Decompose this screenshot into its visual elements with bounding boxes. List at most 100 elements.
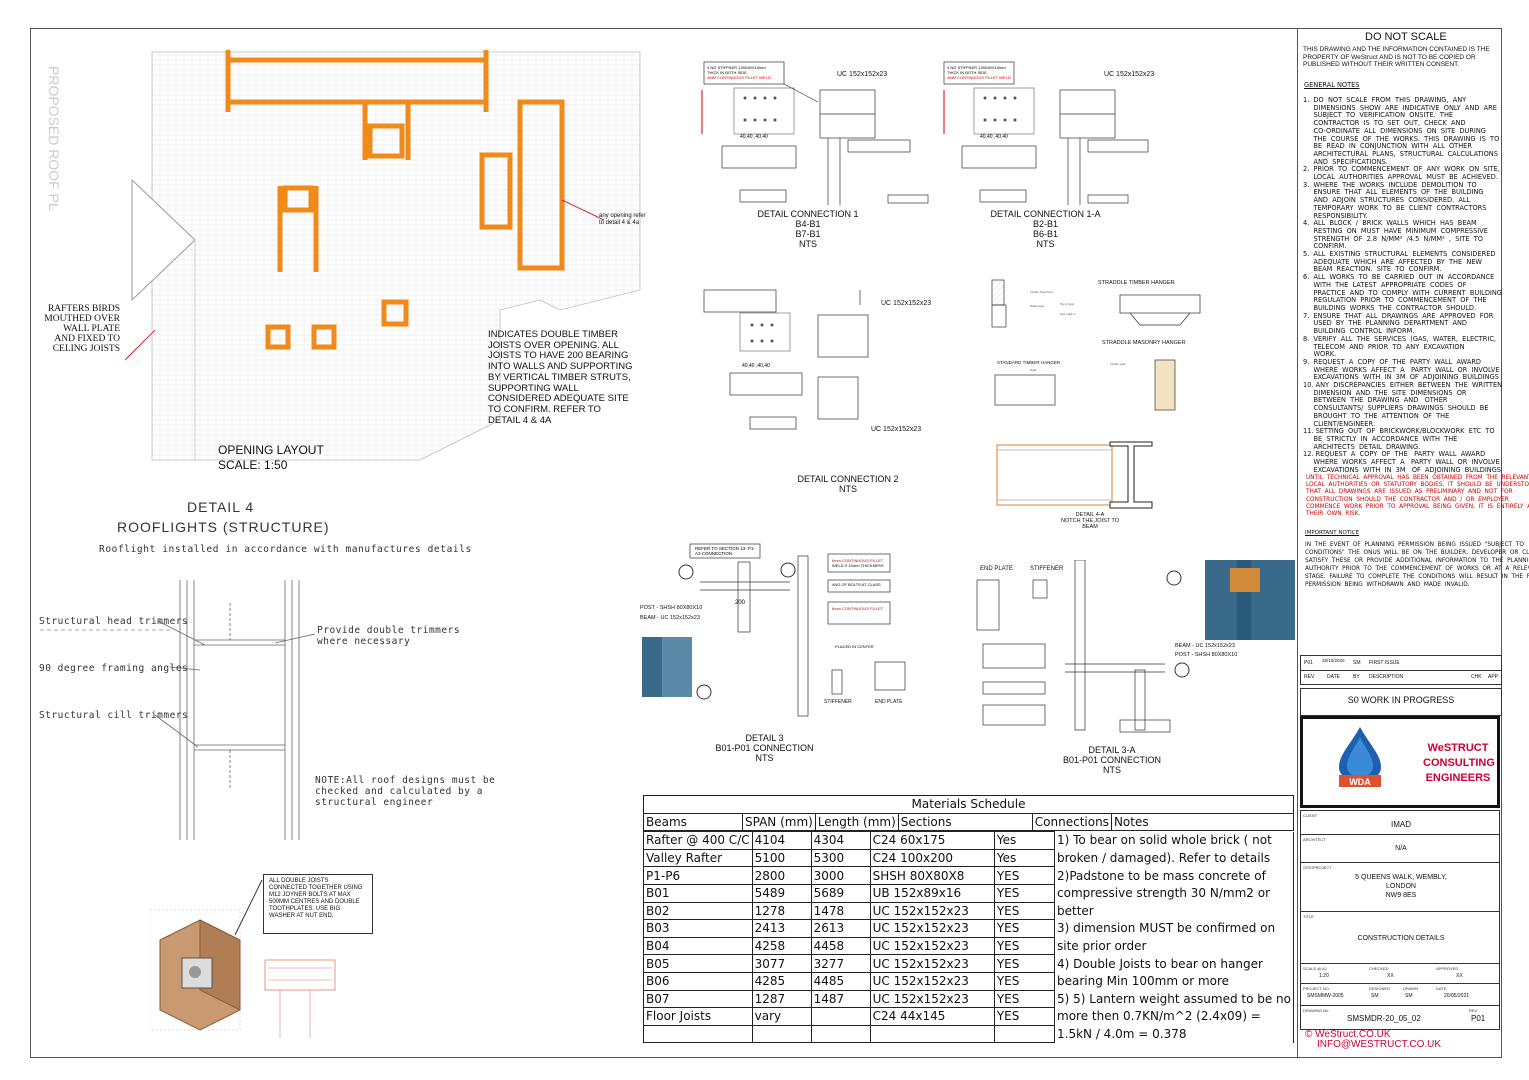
detail-connection-2-title: DETAIL CONNECTION 2 NTS	[797, 474, 899, 494]
rev-date: 25/10/2020	[1322, 658, 1345, 663]
note-line: 7. ENSURE THAT ALL DRAWINGS ARE APPROVED…	[1303, 311, 1494, 320]
table-cell: vary	[751, 1007, 812, 1026]
table-cell: Rafter @ 400 C/C	[643, 831, 753, 850]
architect-label: ARCHITECT	[1303, 837, 1326, 842]
rev-label: REV	[1469, 1008, 1478, 1013]
contact: © WeStruct.CO.UK INFO@WESTRUCT.CO.UK	[1305, 1029, 1442, 1050]
note-line: WHERE WORKS AFFECT A PARTY WALL OR INVOL…	[1303, 458, 1500, 467]
table-cell: YES	[993, 971, 1056, 991]
note-line: STAGE. FAILURE TO COMPLETE THE CONDITION…	[1305, 574, 1529, 580]
rev-header-by: BY	[1353, 674, 1360, 680]
status-text: S0 WORK IN PROGRESS	[1347, 695, 1455, 705]
header-beams: Beams	[643, 812, 743, 832]
d3a-post-label: POST - SHSH 80X80X10	[1175, 652, 1238, 658]
detail-3-drawing: REFER TO SECTION 13- P1- A3 CONNECTION 6…	[642, 543, 906, 717]
table-cell: YES	[993, 936, 1056, 956]
website-link[interactable]: WeStruct.CO.UK	[1315, 1029, 1391, 1040]
connection-1-drawing: 4 NO STIFFNER 135X50X10mm THICK IN BOTH …	[701, 61, 929, 205]
table-cell: 4458	[810, 936, 871, 956]
checked-value: XX	[1387, 973, 1394, 979]
note-line: 8. VERIFY ALL THE SERVICES (GAS, WATER, …	[1303, 334, 1497, 343]
svg-text:4 NO STIFFNER 135X50X10mm: 4 NO STIFFNER 135X50X10mm	[707, 65, 766, 70]
note-line: TELECOM AND PRIOR TO ANY EXCAVATION	[1303, 342, 1465, 351]
note-line: LOCAL AUTHORITIES OR STATUTORY BODIES, I…	[1306, 482, 1529, 489]
note-line: CONSTRUCTION SHOULD THE CONTRACTOR AND /…	[1306, 496, 1509, 503]
table-cell: 2613	[810, 919, 871, 938]
important-notice-title: IMPORTANT NOTICE	[1305, 530, 1360, 536]
email-link[interactable]: INFO@WESTRUCT.CO.UK	[1317, 1039, 1442, 1050]
table-cell: B07	[643, 989, 753, 1009]
table-cell: YES	[993, 954, 1056, 973]
table-cell: B05	[643, 954, 753, 973]
table-cell: 4485	[810, 971, 871, 991]
note-line: BE STRICTLY IN ACCORDANCE WITH THE	[1303, 434, 1458, 443]
svg-text:4MM CONTINUOUS FILLET WELD: 4MM CONTINUOUS FILLET WELD	[707, 75, 771, 80]
note-line: 5. ALL EXISTING STRUCTURAL ELEMENTS CONS…	[1303, 250, 1496, 259]
note-line: SATISFY THESE OR PROVIDE ADDITIONAL INFO…	[1305, 558, 1529, 564]
notes-cell: compressive strength 30 N/mm2 or	[1054, 884, 1294, 903]
note-line: USED BY THE PLANNING DEPARTMENT AND	[1303, 319, 1467, 328]
drawn-value: SM	[1405, 993, 1413, 999]
note-line: AUTHORITY PRIOR TO THE COMMENCEMENT OF W…	[1305, 566, 1529, 572]
table-cell: UC 152x152x23	[869, 919, 995, 938]
svg-text:Timber fixed from: Timber fixed from	[1030, 290, 1054, 294]
c1a-uc-label: UC 152x152x23	[1104, 71, 1155, 78]
table-cell: 3077	[751, 954, 812, 973]
table-cell: 4258	[751, 936, 812, 956]
rev-desc: FIRST ISSUE	[1369, 660, 1400, 666]
note-line: BUILDING CONTROL INFORM.	[1303, 327, 1415, 336]
table-cell: 1287	[751, 989, 812, 1009]
note-line: PERMISSION BEING WITHDRAWN AND MADE INVA…	[1305, 582, 1470, 588]
note-line: WORK.	[1303, 350, 1337, 359]
company-box	[1300, 716, 1500, 808]
table-cell: Yes	[993, 848, 1056, 868]
double-timber-note: INDICATES DOUBLE TIMBER JOISTS OVER OPEN…	[488, 329, 633, 426]
note-line: STRENGTH OF 2.8 N/MM² /4.5 N/MM² , SITE …	[1303, 234, 1483, 243]
table-cell: B03	[643, 919, 753, 938]
table-cell: 5300	[810, 848, 871, 868]
note-line: EXCAVATIONS WITH IN 3M OF ADJOINING BUIL…	[1303, 373, 1499, 382]
notes-cell: 1.5kN / 4.0m = 0.378	[1054, 1025, 1294, 1043]
materials-schedule-title: Materials Schedule	[643, 795, 1294, 814]
client-label: CLIENT	[1303, 813, 1318, 818]
date-value: 20/05/2021	[1444, 993, 1470, 999]
svg-text:THICK IN BOTH SIDE.: THICK IN BOTH SIDE.	[947, 70, 988, 75]
note-line: BROUGHT TO THE ATTENTION OF THE	[1303, 411, 1450, 420]
head-trimmers-label: Structural head trimmers	[39, 616, 189, 627]
header-length: Length (mm)	[814, 812, 899, 832]
table-cell: 1278	[751, 901, 812, 921]
svg-text:6mm CONTINUOUS FILLET: 6mm CONTINUOUS FILLET	[832, 558, 884, 563]
architect-value: N/A	[1395, 845, 1407, 852]
table-cell: UB 152x89x16	[869, 883, 995, 903]
d3-beam-label: BEAM - UC 152x152x23	[640, 615, 700, 621]
notes-cell: site prior order	[1054, 937, 1294, 955]
note-line: 10. ANY DISCREPANCIES EITHER BETWEEN THE…	[1303, 381, 1503, 390]
table-cell: 4304	[810, 831, 871, 850]
table-cell: 3277	[810, 954, 871, 973]
table-cell: UC 152x152x23	[869, 954, 995, 973]
note-line: 9. REQUEST A COPY OF THE PARTY WALL AWAR…	[1303, 357, 1481, 366]
table-cell: Valley Rafter	[643, 848, 753, 868]
rafters-note: RAFTERS BIRDS MOUTHED OVER WALL PLATE AN…	[44, 304, 120, 354]
notes-cell: 3) dimension MUST be confirmed on	[1054, 919, 1294, 938]
rooflight-framing	[40, 580, 316, 840]
c1-uc-label: UC 152x152x23	[837, 71, 888, 78]
d3a-beam-label: BEAM - UC 152x152x23	[1175, 643, 1235, 649]
d3a-stiffener-label: STIFFENER	[1030, 566, 1064, 572]
note-line: IN THE EVENT OF PLANNING PERMISSION BEIN…	[1305, 542, 1524, 548]
table-cell: UC 152x152x23	[869, 901, 995, 921]
c2-uc2-label: UC 152x152x23	[871, 426, 922, 433]
note-line: THEIR OWN RISK.	[1306, 511, 1361, 518]
table-cell: 4285	[751, 971, 812, 991]
detail4-title: DETAIL 4	[187, 499, 255, 515]
table-cell: B06	[643, 971, 753, 991]
note-line: COMMENCE WORK PRIOR TO APPROVAL BEING GI…	[1306, 503, 1529, 510]
